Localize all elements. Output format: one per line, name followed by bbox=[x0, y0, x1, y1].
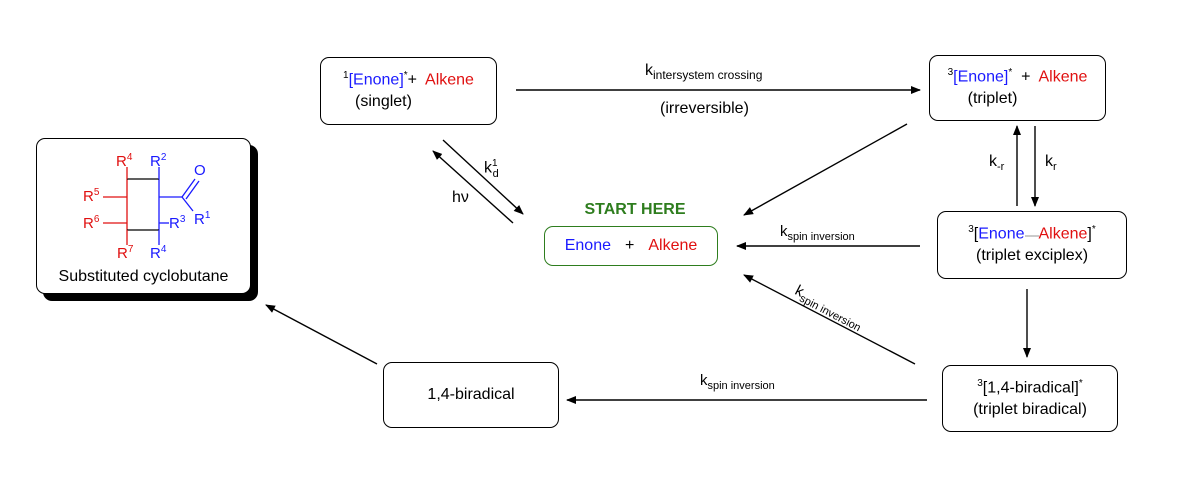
substituent-r3: R3 bbox=[169, 214, 186, 232]
singlet-note: (singlet) bbox=[355, 93, 412, 111]
product-label: Substituted cyclobutane bbox=[58, 268, 229, 286]
triplet-note: (triplet) bbox=[967, 90, 1018, 108]
hv-label: hν bbox=[452, 189, 469, 206]
substituent-r4-top: R4 bbox=[116, 152, 133, 170]
triplet-species: 3[Enone]* + Alkene bbox=[947, 67, 1088, 86]
triplet-decay-arrow bbox=[743, 123, 908, 216]
start-box: Enone + Alkene bbox=[544, 226, 718, 266]
biradical-label: 1,4-biradical bbox=[427, 386, 515, 404]
substituent-r2: R2 bbox=[150, 152, 167, 170]
substituent-r5: R5 bbox=[83, 187, 100, 205]
substituent-r7: R7 bbox=[117, 244, 134, 262]
isc-note-label: (irreversible) bbox=[660, 100, 749, 117]
k-r-label: kr bbox=[1045, 153, 1057, 174]
triplet-state-box: 3[Enone]* + Alkene (triplet) bbox=[929, 55, 1106, 121]
singlet-state-box: 1[Enone]*+ Alkene (singlet) bbox=[320, 57, 497, 125]
substituent-r6: R6 bbox=[83, 214, 100, 232]
product-box: R4 R2 O R5 R6 R3 R1 R7 R4 Substituted cy… bbox=[36, 138, 251, 294]
exciplex-spin-inversion-label: kspin inversion bbox=[780, 223, 855, 243]
ring-closure-arrow bbox=[265, 304, 378, 365]
triplet-biradical-box: 3[1,4-biradical]* (triplet biradical) bbox=[942, 365, 1118, 432]
substituent-r4-bottom: R4 bbox=[150, 244, 167, 262]
exciplex-note: (triplet exciplex) bbox=[975, 247, 1089, 265]
cyclobutane-structure bbox=[103, 167, 200, 245]
singlet-species: 1[Enone]*+ Alkene bbox=[343, 70, 474, 89]
start-enone: Enone bbox=[564, 237, 611, 255]
carbonyl-oxygen: O bbox=[194, 162, 206, 179]
triplet-biradical-to-start-arrow bbox=[743, 274, 916, 365]
kd-arrow bbox=[442, 139, 524, 215]
exciplex-species: 3[Enone·······Alkene]* bbox=[968, 224, 1096, 243]
exciplex-box: 3[Enone·······Alkene]* (triplet exciplex… bbox=[937, 211, 1127, 279]
biradical-spin-inversion-label: kspin inversion bbox=[700, 372, 775, 392]
isc-rate-label: kintersystem crossing bbox=[645, 62, 763, 83]
k-minus-r-label: k-r bbox=[989, 153, 1005, 174]
hv-arrow bbox=[432, 150, 514, 224]
start-heading: START HERE bbox=[584, 201, 686, 218]
substituent-r1: R1 bbox=[194, 210, 211, 228]
kd-rate-label: k1d bbox=[484, 158, 499, 180]
triplet-biradical-species: 3[1,4-biradical]* bbox=[977, 377, 1083, 397]
start-alkene: Alkene bbox=[648, 237, 698, 255]
start-plus: + bbox=[625, 237, 635, 255]
biradical-box: 1,4-biradical bbox=[383, 362, 559, 428]
triplet-biradical-note: (triplet biradical) bbox=[973, 400, 1087, 418]
